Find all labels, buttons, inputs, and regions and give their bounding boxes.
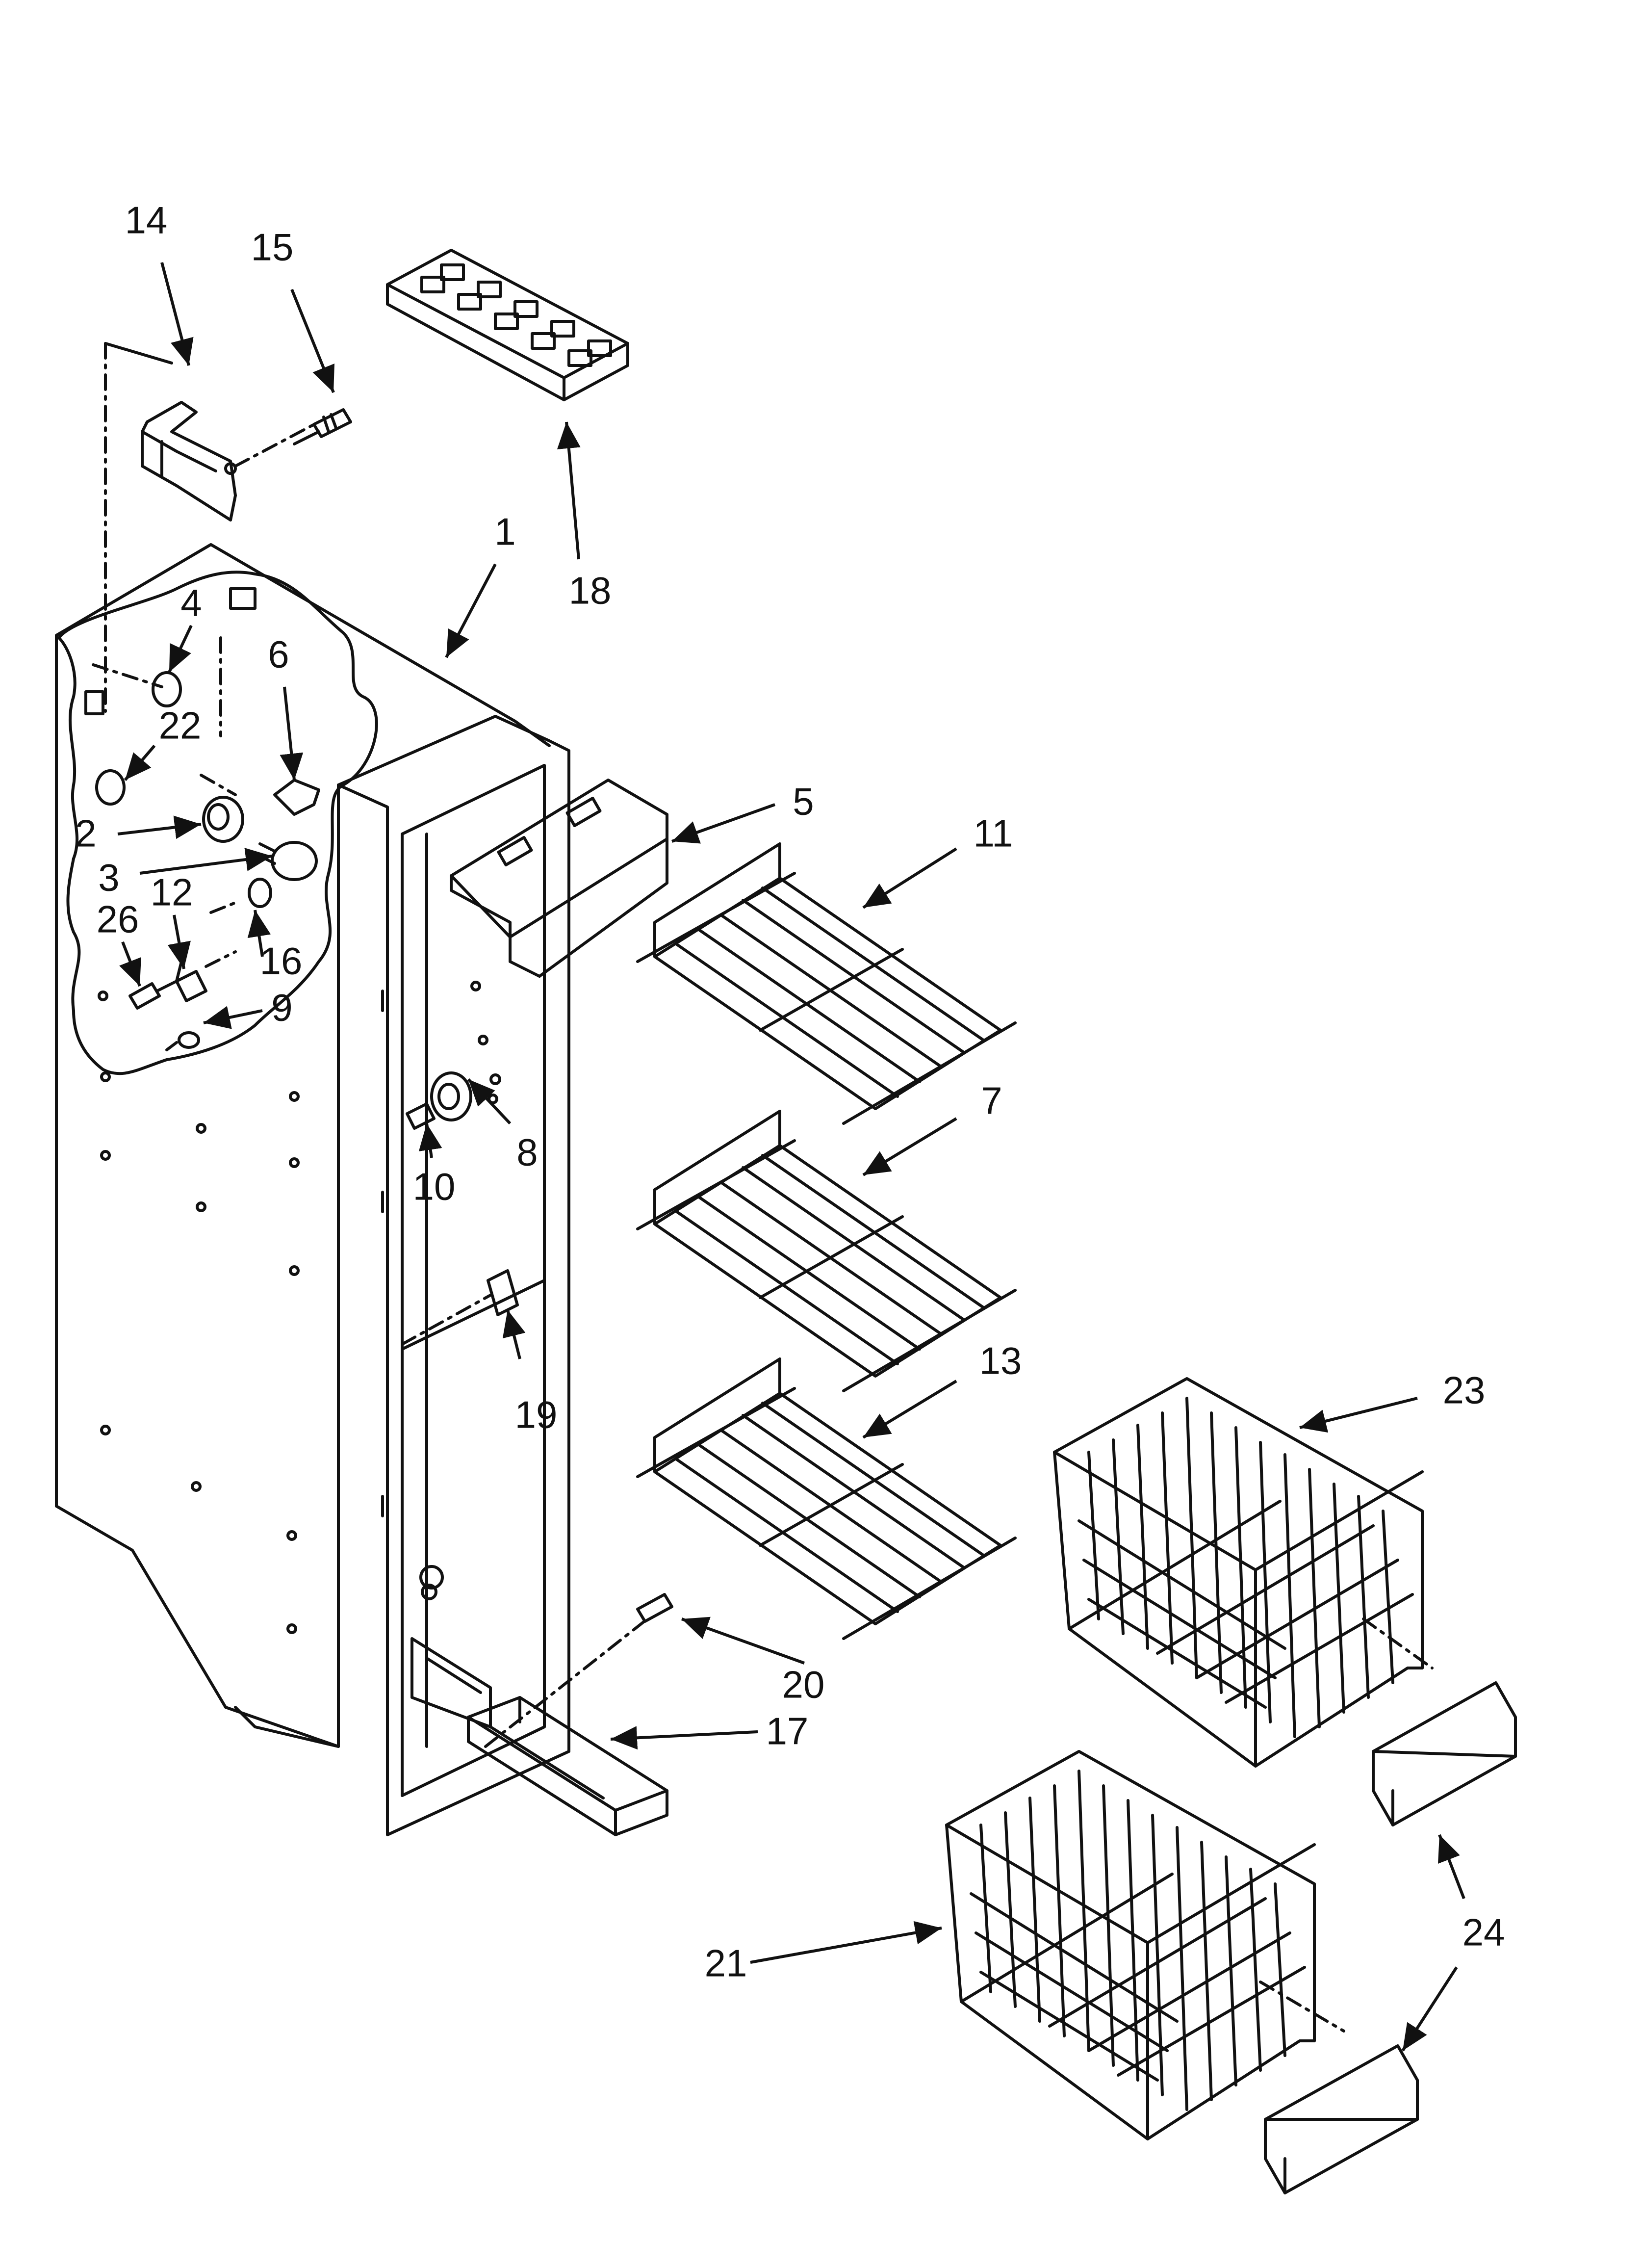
callout-2: 2 [75,812,96,855]
screw-part-20 [636,1593,673,1623]
callout-leaders [117,262,1465,2052]
screw-part-10 [406,1102,436,1130]
callout-22: 22 [159,704,202,747]
callout-9: 9 [271,986,292,1029]
wire-shelf-part-13 [636,1357,1017,1640]
callout-8: 8 [516,1131,538,1174]
callout-3: 3 [98,856,119,899]
diffuser-part-5 [450,779,668,978]
callout-23: 23 [1443,1369,1486,1412]
callout-11: 11 [974,812,1013,855]
part-19 [487,1269,519,1316]
callout-26: 26 [97,898,139,941]
plug-part-4 [152,671,182,707]
basket-trim-part-24-lower [1264,2044,1419,2194]
plug-part-22 [95,769,126,806]
callout-12: 12 [151,871,193,914]
part-9 [165,1031,200,1051]
wire-basket-part-23 [1053,1377,1424,1768]
bulb-part-3 [258,841,318,881]
callout-15: 15 [251,226,294,269]
ice-tray-part-18 [386,249,629,401]
callout-18: 18 [569,569,612,612]
callout-13: 13 [979,1339,1022,1382]
callout-20: 20 [782,1663,825,1706]
clip-part-6 [273,779,320,816]
basket-trim-part-24-upper [1372,1681,1517,1826]
bracket-part-14 [141,401,237,521]
callout-14: 14 [125,199,168,242]
callout-numbers: 14 15 18 1 4 6 22 5 11 2 3 12 26 16 9 7 … [75,199,1505,1985]
callout-10: 10 [413,1165,456,1208]
callout-21: 21 [705,1942,747,1985]
part-16 [248,878,272,908]
callout-4: 4 [180,581,202,625]
callout-19: 19 [515,1393,558,1436]
callout-7: 7 [981,1079,1002,1122]
callout-5: 5 [793,780,814,823]
wire-shelf-part-7 [636,1110,1017,1392]
wire-shelf-part-11 [636,842,1017,1125]
grille-part-17 [467,1696,668,1836]
callout-16: 16 [260,939,303,983]
callout-1: 1 [494,510,515,553]
socket-part-2 [202,796,244,843]
screw-part-15 [293,408,352,445]
callout-17: 17 [766,1710,809,1753]
callout-24: 24 [1462,1911,1505,1954]
screw-part-26 [128,977,183,1010]
assembly-lines [92,342,1434,2033]
freezer-liner [55,543,570,1836]
callout-6: 6 [268,633,289,676]
clip-part-12 [175,960,207,1002]
wire-basket-part-21 [945,1750,1316,2140]
